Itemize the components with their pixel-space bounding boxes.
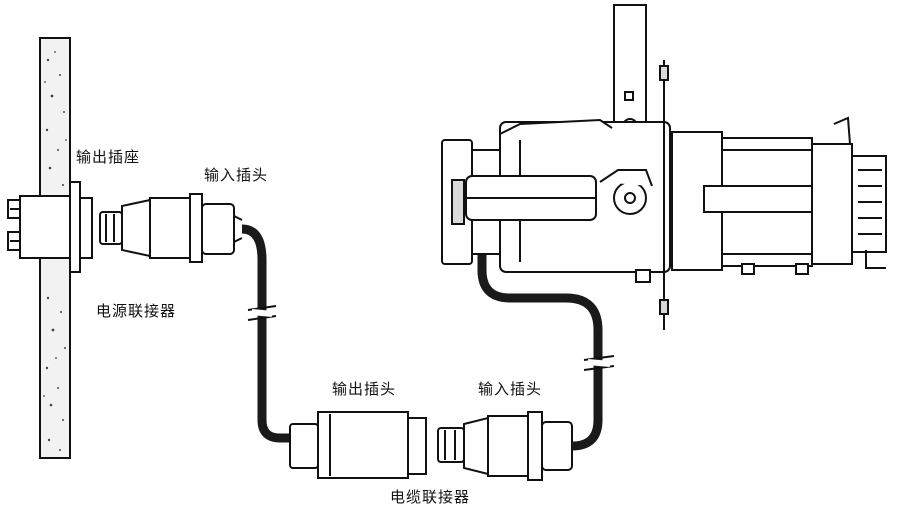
cable-break-right	[583, 355, 615, 371]
label-output-plug: 输出插头	[332, 380, 397, 398]
cable-break-left	[247, 305, 277, 321]
spotlight-lamp	[441, 4, 887, 330]
label-input-plug-top: 输入插头	[204, 166, 269, 184]
output-plug	[289, 411, 427, 479]
cable-right	[477, 250, 603, 451]
label-output-socket: 输出插座	[76, 148, 141, 166]
input-plug-bottom	[437, 411, 573, 481]
output-socket	[7, 181, 93, 273]
cable-left	[241, 224, 292, 443]
label-power-connector: 电源联接器	[96, 302, 177, 320]
label-input-plug-bottom: 输入插头	[478, 380, 543, 398]
input-plug-top	[99, 193, 243, 263]
label-cable-connector: 电缆联接器	[390, 488, 471, 506]
